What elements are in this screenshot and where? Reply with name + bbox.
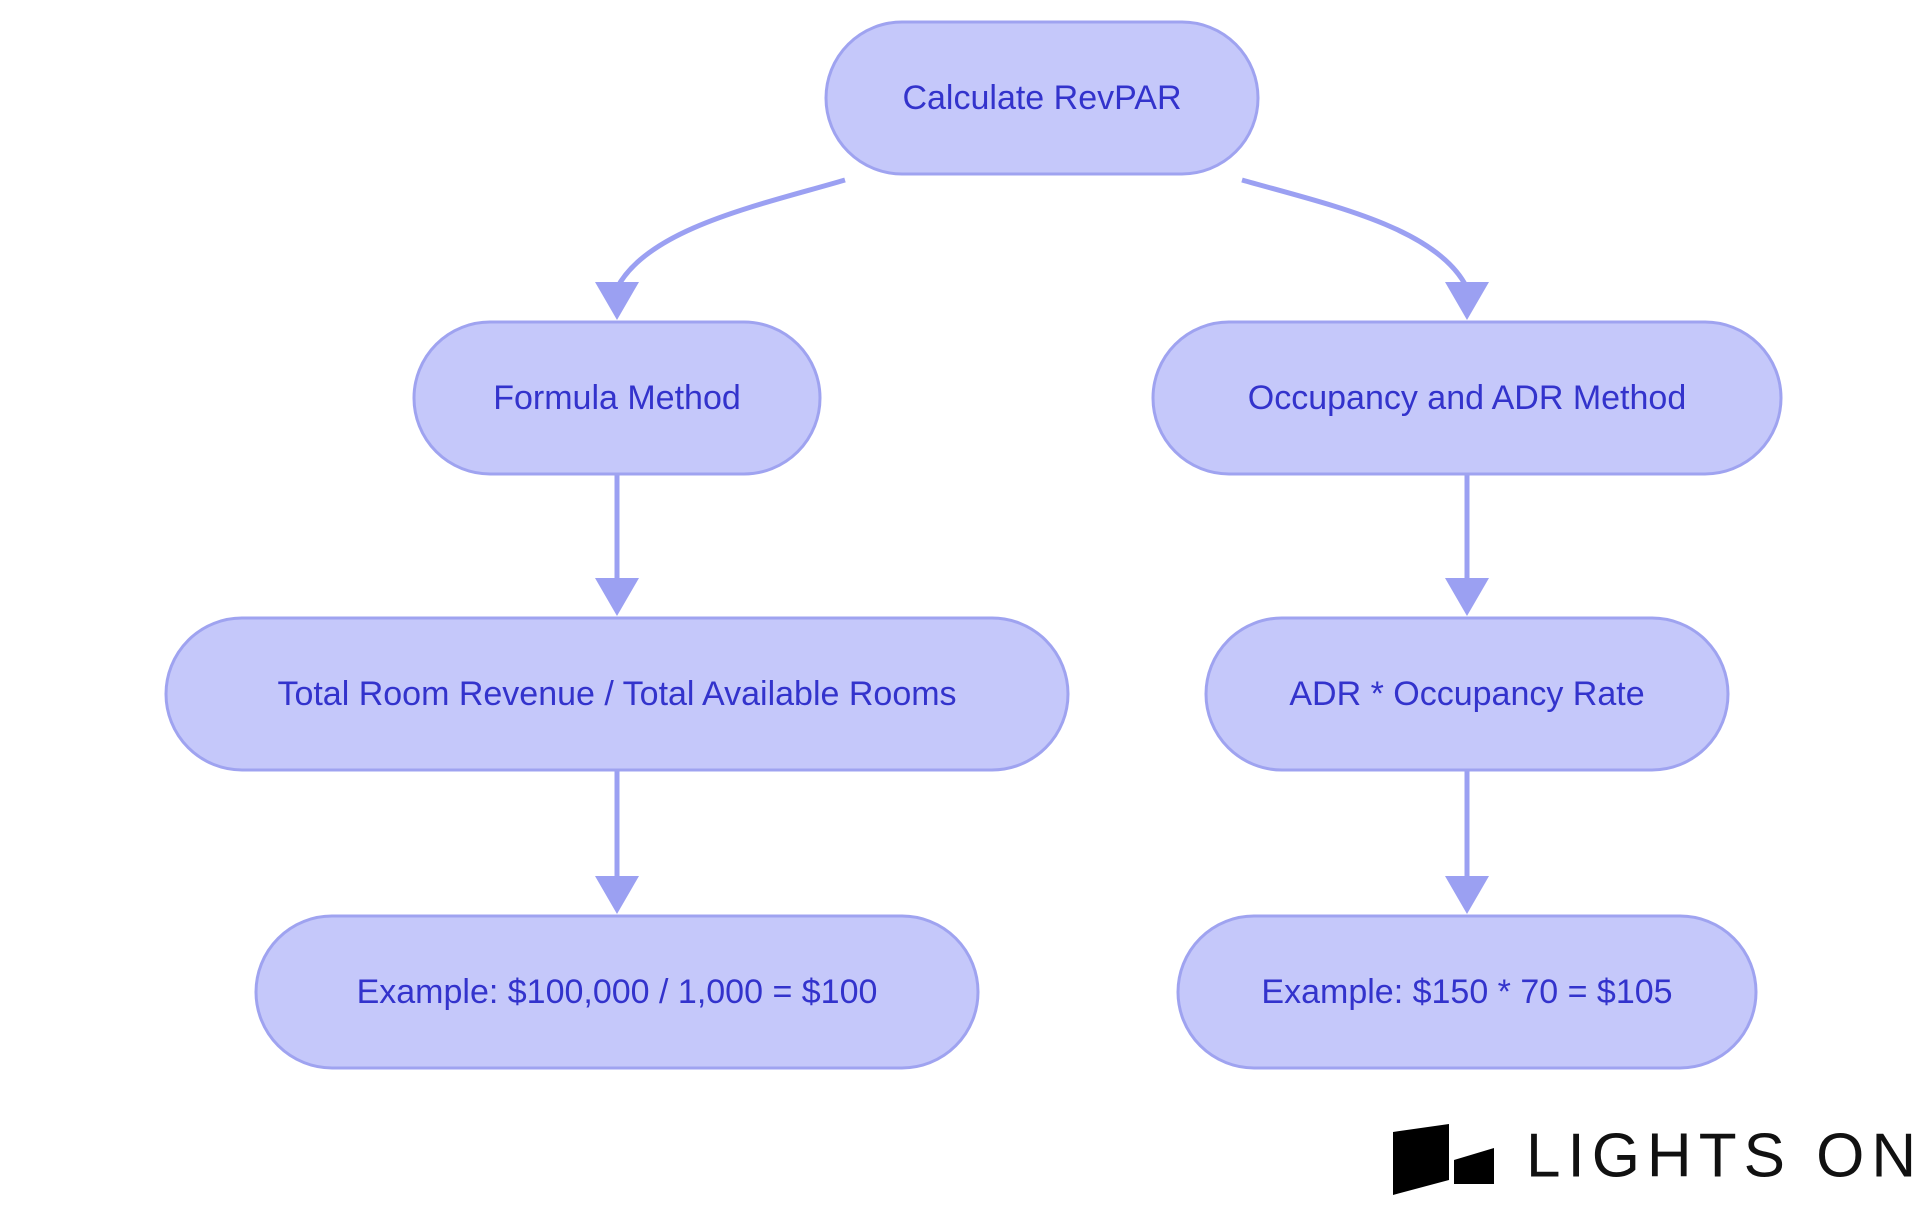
brand-logo: LIGHTS ON	[1393, 1121, 1920, 1195]
edge-root-to-occupancy-method-arrowhead	[1445, 282, 1489, 320]
node-layer: Calculate RevPAR Formula Method Occupanc…	[164, 20, 1783, 1070]
node-formula-method[interactable]: Formula Method	[412, 320, 822, 476]
node-occupancy-and-adr-method-label: Occupancy and ADR Method	[1248, 379, 1686, 417]
edge-root-to-occupancy-method-line	[1241, 177, 1470, 290]
edge-root-to-formula-method-line	[614, 177, 846, 290]
node-formula-method-label: Formula Method	[493, 379, 741, 417]
logo-mark-left-quad	[1393, 1124, 1449, 1195]
node-calculate-revpar-label: Calculate RevPAR	[902, 79, 1181, 117]
node-formula-example[interactable]: Example: $100,000 / 1,000 = $100	[254, 914, 980, 1070]
edge-root-to-formula-method	[595, 177, 846, 320]
edge-occupancy-method-to-expression	[1445, 470, 1489, 616]
lights-on-logo-mark-icon	[1393, 1124, 1494, 1195]
node-occupancy-expression-label: ADR * Occupancy Rate	[1289, 675, 1644, 713]
node-calculate-revpar-shape[interactable]	[824, 20, 1260, 176]
logo-mark-right-wedge	[1454, 1148, 1494, 1184]
node-formula-example-label: Example: $100,000 / 1,000 = $100	[357, 973, 878, 1011]
edge-formula-method-to-expression-arrowhead	[595, 578, 639, 616]
node-occupancy-example-label: Example: $150 * 70 = $105	[1261, 973, 1672, 1011]
node-calculate-revpar[interactable]: Calculate RevPAR	[824, 20, 1260, 176]
node-formula-expression[interactable]: Total Room Revenue / Total Available Roo…	[164, 616, 1070, 772]
edge-formula-expression-to-example	[595, 766, 639, 914]
node-formula-method-shape[interactable]	[412, 320, 822, 476]
edge-formula-method-to-expression	[595, 470, 639, 616]
node-occupancy-and-adr-method-shape[interactable]	[1151, 320, 1783, 476]
node-formula-expression-shape[interactable]	[164, 616, 1070, 772]
node-occupancy-expression-shape[interactable]	[1204, 616, 1730, 772]
node-formula-expression-label: Total Room Revenue / Total Available Roo…	[277, 675, 956, 713]
edge-root-to-occupancy-method	[1241, 177, 1489, 320]
edge-root-to-formula-method-arrowhead	[595, 282, 639, 320]
edge-formula-expression-to-example-arrowhead	[595, 876, 639, 914]
edge-layer	[595, 177, 1489, 914]
node-formula-example-shape[interactable]	[254, 914, 980, 1070]
edge-occupancy-expression-to-example	[1445, 766, 1489, 914]
edge-occupancy-expression-to-example-arrowhead	[1445, 876, 1489, 914]
node-occupancy-and-adr-method[interactable]: Occupancy and ADR Method	[1151, 320, 1783, 476]
edge-occupancy-method-to-expression-arrowhead	[1445, 578, 1489, 616]
logo-wordmark: LIGHTS ON	[1526, 1121, 1920, 1190]
node-occupancy-example[interactable]: Example: $150 * 70 = $105	[1176, 914, 1758, 1070]
node-occupancy-example-shape[interactable]	[1176, 914, 1758, 1070]
node-occupancy-expression[interactable]: ADR * Occupancy Rate	[1204, 616, 1730, 772]
